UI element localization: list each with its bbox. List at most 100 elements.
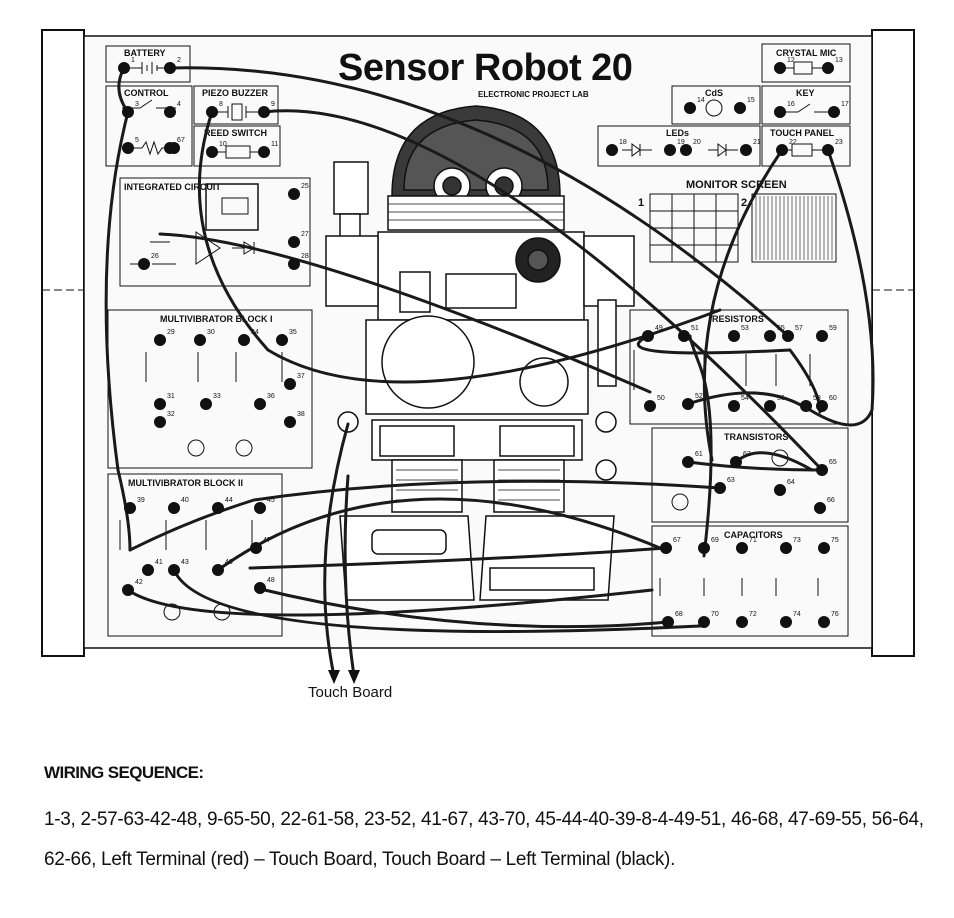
- terminal-11[interactable]: [258, 146, 270, 158]
- cds-label: CdS: [705, 88, 723, 98]
- terminal-16[interactable]: [774, 106, 786, 118]
- terminal-1[interactable]: [118, 62, 130, 74]
- key-label: KEY: [796, 88, 815, 98]
- terminal-22[interactable]: [776, 144, 788, 156]
- terminal-47[interactable]: [250, 542, 262, 554]
- terminal-34[interactable]: [238, 334, 250, 346]
- battery-label: BATTERY: [124, 48, 166, 58]
- terminal-53[interactable]: [728, 330, 740, 342]
- capacitors-panel: [651, 525, 849, 637]
- terminal-44[interactable]: [212, 502, 224, 514]
- terminal-number-43: 43: [181, 559, 189, 566]
- cds-panel: [671, 85, 761, 125]
- terminal-21[interactable]: [740, 144, 752, 156]
- terminal-10[interactable]: [206, 146, 218, 158]
- terminal-52[interactable]: [682, 398, 694, 410]
- terminal-59[interactable]: [816, 330, 828, 342]
- robot-illustration: [325, 105, 635, 601]
- terminal-number-41: 41: [155, 559, 163, 566]
- terminal-72[interactable]: [736, 616, 748, 628]
- terminal-73[interactable]: [780, 542, 792, 554]
- terminal-41[interactable]: [142, 564, 154, 576]
- terminal-23[interactable]: [822, 144, 834, 156]
- terminal-56[interactable]: [764, 400, 776, 412]
- terminal-30[interactable]: [194, 334, 206, 346]
- terminal-63[interactable]: [714, 482, 726, 494]
- terminal-70[interactable]: [698, 616, 710, 628]
- terminal-3[interactable]: [122, 106, 134, 118]
- terminal-32[interactable]: [154, 416, 166, 428]
- terminal-75[interactable]: [818, 542, 830, 554]
- terminal-number-20: 20: [693, 139, 701, 146]
- terminal-number-46: 46: [225, 559, 233, 566]
- terminal-35[interactable]: [276, 334, 288, 346]
- monitor-number-2: 2: [741, 197, 747, 209]
- terminal-64[interactable]: [774, 484, 786, 496]
- terminal-17[interactable]: [828, 106, 840, 118]
- terminal-number-12: 12: [787, 57, 795, 64]
- terminal-12[interactable]: [774, 62, 786, 74]
- terminal-number-49: 49: [655, 325, 663, 332]
- terminal-4[interactable]: [164, 106, 176, 118]
- terminal-number-9: 9: [271, 101, 275, 108]
- terminal-number-50: 50: [657, 395, 665, 402]
- key-panel: [761, 85, 851, 125]
- terminal-27[interactable]: [288, 236, 300, 248]
- terminal-55[interactable]: [764, 330, 776, 342]
- terminal-number-56: 56: [777, 395, 785, 402]
- terminal-40[interactable]: [168, 502, 180, 514]
- terminal-8[interactable]: [206, 106, 218, 118]
- terminal-74[interactable]: [780, 616, 792, 628]
- terminal-45[interactable]: [254, 502, 266, 514]
- terminal-14[interactable]: [684, 102, 696, 114]
- terminal-19[interactable]: [664, 144, 676, 156]
- terminal-number-30: 30: [207, 329, 215, 336]
- touch-panel-label: TOUCH PANEL: [770, 128, 835, 138]
- terminal-25[interactable]: [288, 188, 300, 200]
- terminal-39[interactable]: [124, 502, 136, 514]
- terminal-49[interactable]: [642, 330, 654, 342]
- terminal-33[interactable]: [200, 398, 212, 410]
- terminal-26[interactable]: [138, 258, 150, 270]
- terminal-67[interactable]: [660, 542, 672, 554]
- terminal-43[interactable]: [168, 564, 180, 576]
- terminal-60[interactable]: [816, 400, 828, 412]
- terminal-7[interactable]: [168, 142, 180, 154]
- terminal-29[interactable]: [154, 334, 166, 346]
- terminal-71[interactable]: [736, 542, 748, 554]
- terminal-5[interactable]: [122, 142, 134, 154]
- terminal-66[interactable]: [814, 502, 826, 514]
- terminal-2[interactable]: [164, 62, 176, 74]
- terminal-46[interactable]: [212, 564, 224, 576]
- terminal-62[interactable]: [730, 456, 742, 468]
- terminal-number-51: 51: [691, 325, 699, 332]
- terminal-48[interactable]: [254, 582, 266, 594]
- terminal-18[interactable]: [606, 144, 618, 156]
- terminal-61[interactable]: [682, 456, 694, 468]
- terminal-9[interactable]: [258, 106, 270, 118]
- terminal-42[interactable]: [122, 584, 134, 596]
- terminal-number-55: 55: [777, 325, 785, 332]
- terminal-20[interactable]: [680, 144, 692, 156]
- wiring-sequence-heading: WIRING SEQUENCE:: [44, 763, 204, 782]
- terminal-number-59: 59: [829, 325, 837, 332]
- terminal-69[interactable]: [698, 542, 710, 554]
- terminal-13[interactable]: [822, 62, 834, 74]
- terminal-number-63: 63: [727, 477, 735, 484]
- terminal-50[interactable]: [644, 400, 656, 412]
- terminal-31[interactable]: [154, 398, 166, 410]
- terminal-28[interactable]: [288, 258, 300, 270]
- terminal-number-45: 45: [267, 497, 275, 504]
- terminal-76[interactable]: [818, 616, 830, 628]
- terminal-number-74: 74: [793, 611, 801, 618]
- terminal-36[interactable]: [254, 398, 266, 410]
- terminal-38[interactable]: [284, 416, 296, 428]
- terminal-58[interactable]: [800, 400, 812, 412]
- terminal-68[interactable]: [662, 616, 674, 628]
- terminal-65[interactable]: [816, 464, 828, 476]
- terminal-51[interactable]: [678, 330, 690, 342]
- terminal-15[interactable]: [734, 102, 746, 114]
- terminal-37[interactable]: [284, 378, 296, 390]
- terminal-57[interactable]: [782, 330, 794, 342]
- terminal-54[interactable]: [728, 400, 740, 412]
